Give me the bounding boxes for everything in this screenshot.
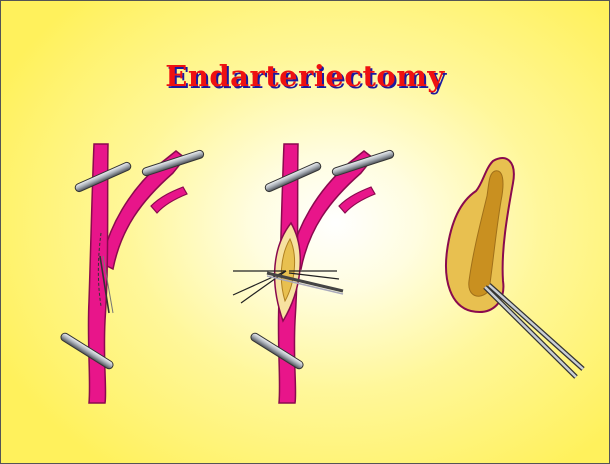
bottom-clamp [59,332,114,371]
step-3-plaque-specimen [446,158,583,377]
step-1-artery-illustration [59,144,204,403]
small-branch-artery [151,187,187,213]
small-branch-artery [339,187,375,213]
step-2-artery-illustration [233,144,395,403]
bottom-clamp [249,332,304,371]
forceps-icon [485,285,583,377]
